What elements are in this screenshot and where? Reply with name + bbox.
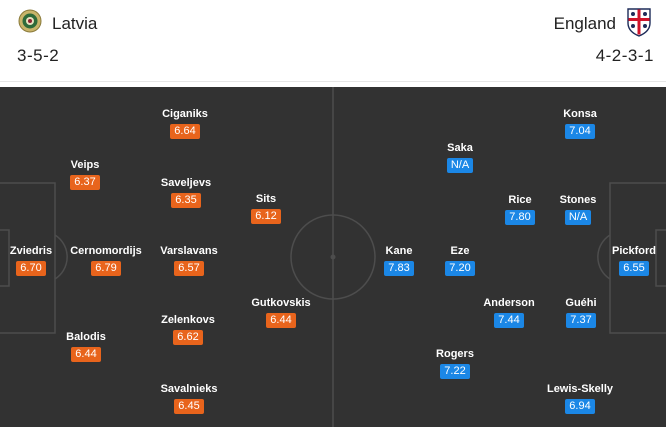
home-formation: 3-5-2 xyxy=(17,46,60,65)
away-player[interactable]: Kane 7.83 xyxy=(354,245,444,276)
player-name: Veips xyxy=(70,159,100,171)
player-name: Guéhi xyxy=(565,297,597,309)
player-name: Savalnieks xyxy=(160,383,218,395)
latvia-crest-icon[interactable] xyxy=(18,9,42,33)
away-player[interactable]: Eze 7.20 xyxy=(415,245,505,276)
player-rating-badge: 6.79 xyxy=(91,261,121,276)
player-name: Anderson xyxy=(483,297,535,309)
player-rating-badge: N/A xyxy=(564,210,592,225)
player-rating-badge: 6.37 xyxy=(70,175,100,190)
player-rating-badge: 6.94 xyxy=(565,399,595,414)
player-name: Saveljevs xyxy=(160,177,212,189)
away-formation: 4-2-3-1 xyxy=(595,46,654,65)
home-player[interactable]: Sits 6.12 xyxy=(221,193,311,224)
lineup-header: Latvia 3-5-2 England 4-2-3-1 xyxy=(0,0,666,82)
player-rating-badge: 6.12 xyxy=(251,209,281,224)
player-rating-badge: 6.57 xyxy=(174,261,204,276)
home-player[interactable]: Savalnieks 6.45 xyxy=(144,383,234,414)
player-name: Zviedris xyxy=(9,245,53,257)
home-player[interactable]: Ciganiks 6.64 xyxy=(140,108,230,139)
player-name: Rice xyxy=(508,194,532,206)
player-name: Balodis xyxy=(66,331,106,343)
home-player[interactable]: Veips 6.37 xyxy=(40,159,130,190)
away-team-name[interactable]: England xyxy=(553,14,616,33)
player-name: Gutkovskis xyxy=(251,297,311,309)
away-player[interactable]: Rice 7.80 xyxy=(475,194,565,225)
player-rating-badge: 7.20 xyxy=(445,261,475,276)
away-player[interactable]: Konsa 7.04 xyxy=(535,108,625,139)
away-player[interactable]: Rogers 7.22 xyxy=(410,348,500,379)
away-player[interactable]: Pickford 6.55 xyxy=(589,245,666,276)
player-name: Varslavans xyxy=(160,245,218,257)
pitch-markings xyxy=(0,87,666,427)
player-name: Ciganiks xyxy=(162,108,208,120)
player-rating-badge: N/A xyxy=(446,158,474,173)
player-rating-badge: 7.22 xyxy=(440,364,470,379)
player-rating-badge: 6.55 xyxy=(619,261,649,276)
home-player[interactable]: Gutkovskis 6.44 xyxy=(236,297,326,328)
home-team-name[interactable]: Latvia xyxy=(52,14,98,33)
player-name: Rogers xyxy=(436,348,474,360)
home-player[interactable]: Zviedris 6.70 xyxy=(0,245,76,276)
player-name: Saka xyxy=(447,142,473,154)
home-player[interactable]: Cernomordijs 6.79 xyxy=(61,245,151,276)
home-player[interactable]: Saveljevs 6.35 xyxy=(141,177,231,208)
home-player[interactable]: Varslavans 6.57 xyxy=(144,245,234,276)
player-name: Eze xyxy=(450,245,470,257)
player-rating-badge: 6.44 xyxy=(71,347,101,362)
player-name: Sits xyxy=(255,193,277,205)
home-player[interactable]: Zelenkovs 6.62 xyxy=(143,314,233,345)
away-player[interactable]: Anderson 7.44 xyxy=(464,297,554,328)
player-rating-badge: 6.35 xyxy=(171,193,201,208)
player-rating-badge: 7.04 xyxy=(565,124,595,139)
player-rating-badge: 6.64 xyxy=(170,124,200,139)
away-player[interactable]: Guéhi 7.37 xyxy=(536,297,626,328)
player-rating-badge: 6.70 xyxy=(16,261,46,276)
player-rating-badge: 7.37 xyxy=(566,313,596,328)
player-name: Zelenkovs xyxy=(161,314,215,326)
player-rating-badge: 7.44 xyxy=(494,313,524,328)
player-rating-badge: 6.45 xyxy=(174,399,204,414)
england-crest-icon[interactable] xyxy=(626,7,652,37)
player-rating-badge: 6.62 xyxy=(173,330,203,345)
player-rating-badge: 7.80 xyxy=(505,210,535,225)
away-player[interactable]: Saka N/A xyxy=(415,142,505,173)
away-player[interactable]: Stones N/A xyxy=(533,194,623,225)
player-name: Pickford xyxy=(611,245,656,257)
player-name: Kane xyxy=(385,245,413,257)
home-player[interactable]: Balodis 6.44 xyxy=(41,331,131,362)
away-player[interactable]: Lewis-Skelly 6.94 xyxy=(535,383,625,414)
player-name: Cernomordijs xyxy=(70,245,142,257)
player-rating-badge: 7.83 xyxy=(384,261,414,276)
player-name: Konsa xyxy=(563,108,597,120)
player-rating-badge: 6.44 xyxy=(266,313,296,328)
player-name: Lewis-Skelly xyxy=(546,383,614,395)
pitch: Zviedris 6.70 Cernomordijs 6.79 Veips 6.… xyxy=(0,87,666,427)
player-name: Stones xyxy=(559,194,597,206)
